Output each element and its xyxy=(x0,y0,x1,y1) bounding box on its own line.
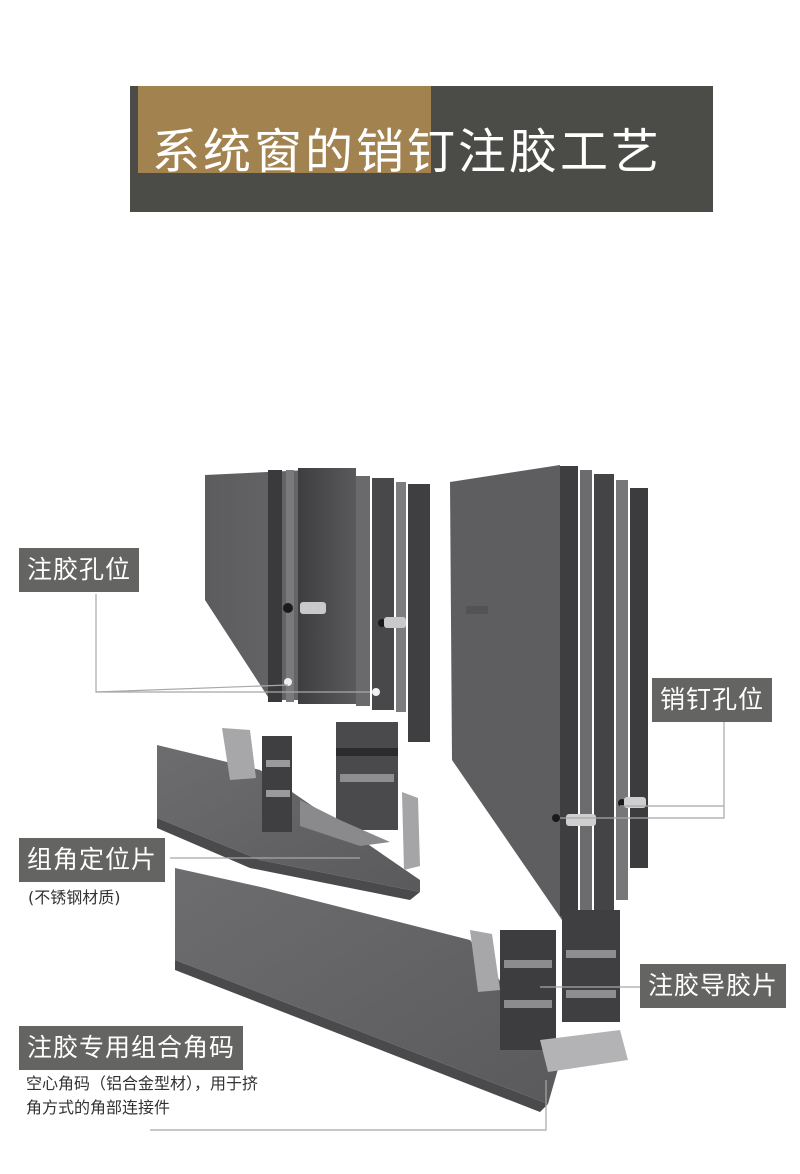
corner-key-note-line1: 空心角码（铝合金型材），用于挤 xyxy=(26,1074,259,1093)
label-corner-key: 注胶专用组合角码 xyxy=(19,1026,244,1070)
page-title: 系统窗的销钉注胶工艺 xyxy=(152,124,663,180)
corner-locator-note: (不锈钢材质) xyxy=(28,888,121,907)
right-upper-profile xyxy=(450,465,648,920)
leader-line-corner-key xyxy=(150,1080,547,1131)
left-upper-profile xyxy=(205,468,430,742)
leader-line-pin-hole xyxy=(560,722,725,819)
title-banner: 系统窗的销钉注胶工艺 xyxy=(130,86,713,212)
lower-profile-with-corner-key xyxy=(175,868,628,1112)
label-glue-hole: 注胶孔位 xyxy=(19,548,140,592)
corner-key-note-line2: 角方式的角部连接件 xyxy=(26,1098,171,1117)
label-glue-guide: 注胶导胶片 xyxy=(640,964,787,1008)
leader-lines xyxy=(95,594,725,1131)
banner-accent-block xyxy=(138,86,431,173)
middle-profile-with-locators xyxy=(157,722,420,900)
label-pin-hole: 销钉孔位 xyxy=(652,678,773,722)
label-corner-locator: 组角定位片 xyxy=(19,838,166,882)
